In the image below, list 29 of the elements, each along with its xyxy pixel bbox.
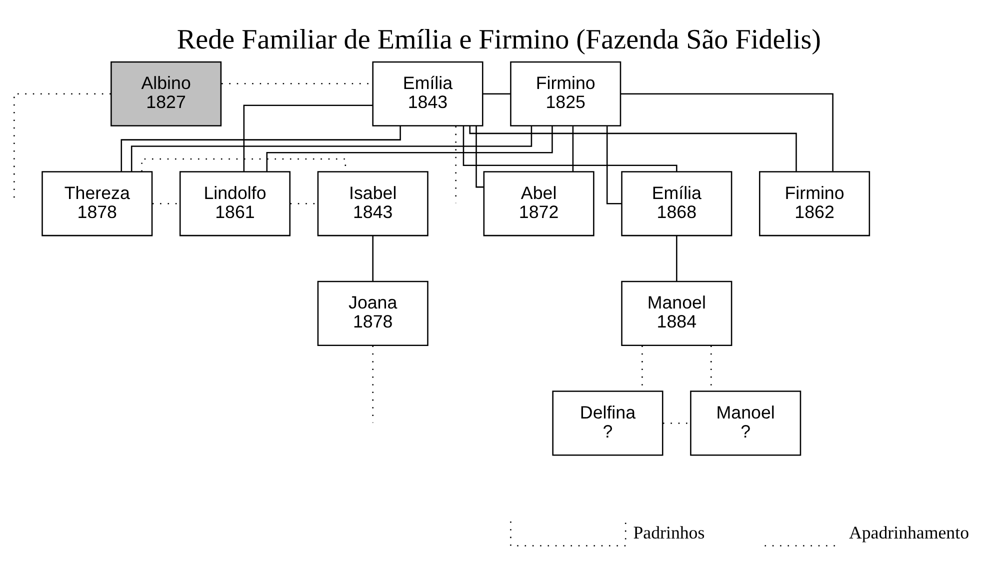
connector [141, 158, 346, 172]
connector [130, 126, 532, 172]
connector [372, 236, 374, 281]
node-box: Firmino 1825 [510, 60, 622, 126]
connector [469, 125, 797, 171]
connector [243, 104, 373, 171]
legend-label: Padrinhos [633, 522, 705, 542]
connector [620, 92, 834, 171]
node-box: Delfina ? [552, 390, 664, 456]
connector [483, 92, 510, 94]
connector [572, 126, 574, 172]
node-box: Manoel 1884 [621, 280, 732, 346]
legend-label: Apadrinhamento [848, 522, 970, 542]
connector [676, 236, 678, 281]
node-box: Emília 1868 [621, 170, 732, 236]
node-box: Thereza 1878 [42, 170, 153, 236]
node-box: Isabel 1843 [317, 170, 428, 236]
node-box: Manoel ? [690, 390, 802, 456]
connector [266, 125, 553, 172]
node-box: Albino 1827 [110, 60, 222, 126]
node-box: Lindolfo 1861 [179, 170, 291, 236]
diagram-title: Rede Familiar de Emília e Firmino (Fazenda São Fidelis) [176, 24, 822, 56]
connector [476, 125, 484, 188]
node-box: Emília 1843 [372, 60, 484, 126]
connector [462, 125, 678, 172]
node-box: Joana 1878 [317, 280, 428, 346]
node-box: Firmino 1862 [759, 170, 870, 236]
node-box: Abel 1872 [483, 170, 594, 236]
connector [120, 125, 401, 171]
